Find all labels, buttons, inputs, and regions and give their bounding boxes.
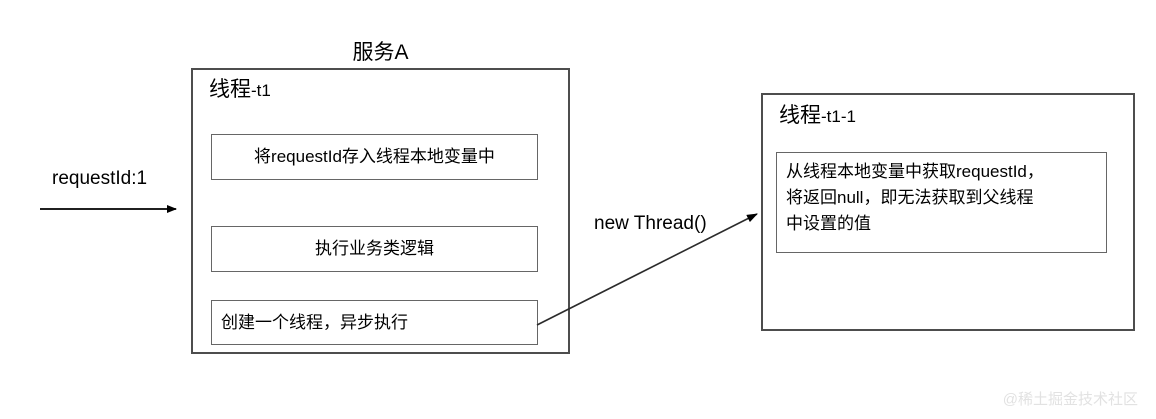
- thread-t1-1-label-main: 线程: [779, 104, 821, 127]
- step-box-threadlocal-null-note: 从线程本地变量中获取requestId， 将返回null，即无法获取到父线程 中…: [776, 152, 1107, 253]
- step-box-execute-business-logic: 执行业务类逻辑: [211, 226, 538, 272]
- new-thread-label: new Thread(): [594, 213, 707, 234]
- note-line-3: 中设置的值: [786, 214, 871, 233]
- note-line-1: 从线程本地变量中获取requestId，: [786, 162, 1044, 181]
- incoming-request-label: requestId:1: [52, 168, 148, 189]
- thread-t1-label-suffix: -t1: [251, 81, 271, 100]
- thread-t1-label-main: 线程: [209, 78, 251, 101]
- note-line-2: 将返回null，即无法获取到父线程: [786, 188, 1034, 207]
- thread-t1-1-label-suffix: -t1-1: [821, 107, 856, 126]
- step-box-create-thread-async: 创建一个线程，异步执行: [211, 300, 538, 345]
- service-a-title: 服务A: [352, 41, 409, 64]
- thread-t1-label: 线程-t1: [209, 78, 271, 103]
- watermark: @稀土掘金技术社区: [1002, 391, 1138, 408]
- thread-t1-1-label: 线程-t1-1: [779, 104, 856, 129]
- step-box-store-requestid: 将requestId存入线程本地变量中: [211, 134, 538, 180]
